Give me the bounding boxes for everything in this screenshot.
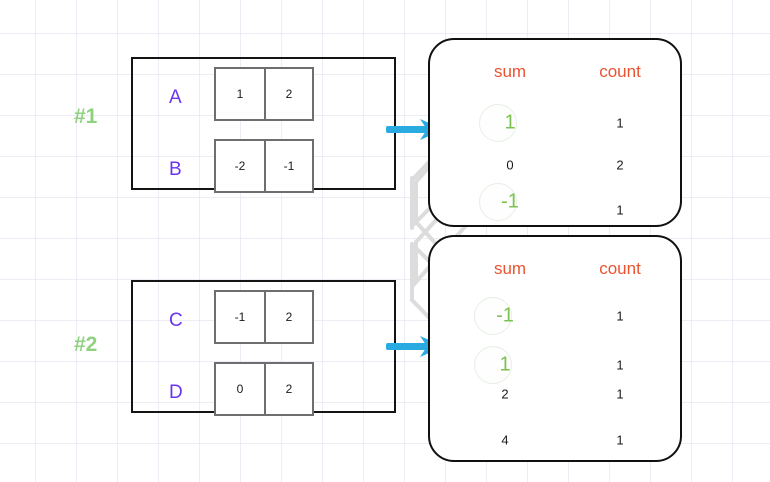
panel-2-count-1: 1 [616,357,624,373]
panel-2-sum-2: 2 [501,386,509,402]
row-cells-b: -2 -1 [214,139,314,193]
panel-1-sum-0: 1 [504,111,516,134]
panel-1-count-2: 1 [616,202,624,218]
output-panel-2: sum count -1 1 1 1 2 1 4 1 [428,235,682,462]
cell-c-0: -1 [234,310,246,324]
row-label-a: A [169,87,182,108]
panel-2-sum-3: 4 [501,432,509,448]
panel-2-sum-0: -1 [496,304,514,327]
cell-d-0: 0 [236,382,244,396]
panel-2-count-2: 1 [616,386,624,402]
panel-1-highlight-circle-0 [479,104,517,142]
cell-d-1: 2 [263,364,312,414]
input-group-1: A 1 2 B -2 -1 [131,57,396,193]
output-panel-1: sum count 1 1 0 2 -1 1 [428,38,682,227]
row-label-c: C [169,310,183,331]
row-cells-c: -1 2 [214,290,314,344]
cell-b-1: -1 [263,141,312,191]
panel-2-highlight-circle-0 [474,297,512,335]
step-tag-1: #1 [74,105,98,128]
panel-1-count-0: 1 [616,115,624,131]
panel-1-sum-1: 0 [506,157,514,173]
panel-2-count-3: 1 [616,432,624,448]
cell-c-1: 2 [263,292,312,342]
panel-1-highlight-circle-2 [479,183,517,221]
panel-1-count-1: 2 [616,157,624,173]
cell-a-0: 1 [236,87,244,101]
panel-2-sum-header: sum [493,259,527,278]
row-cells-a: 1 2 [214,67,314,121]
panel-2-highlight-circle-1 [474,346,512,384]
row-label-b: B [169,159,182,180]
row-cells-d: 0 2 [214,362,314,416]
row-label-d: D [169,382,183,403]
cell-b-0: -2 [234,159,246,173]
panel-2-count-0: 1 [616,308,624,324]
panel-1-sum-2: -1 [501,190,519,213]
panel-1-sum-header: sum [493,62,527,81]
panel-1-count-header: count [599,62,641,81]
input-group-2: C -1 2 D 0 2 [131,280,396,416]
panel-2-count-header: count [599,259,641,278]
step-tag-2: #2 [74,333,98,356]
cell-a-1: 2 [263,69,312,119]
panel-2-sum-1: 1 [499,353,511,376]
